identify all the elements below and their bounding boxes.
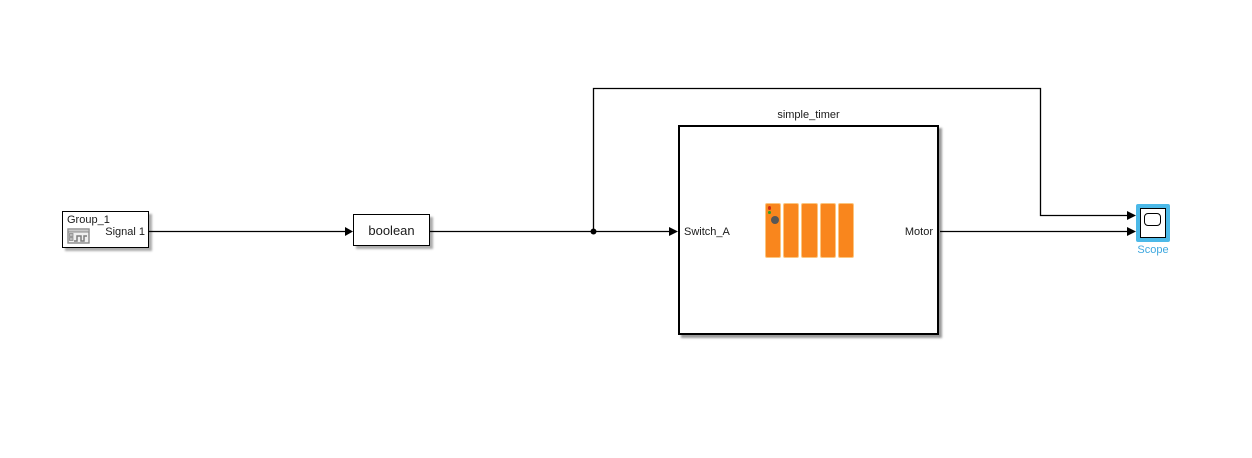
- branch-point[interactable]: [590, 228, 597, 235]
- led-green-icon: [768, 210, 771, 214]
- signal-builder-icon: [67, 228, 90, 244]
- led-red-icon: [768, 206, 771, 210]
- wire-branch-to-scope[interactable]: [592, 87, 1128, 232]
- scope-label: Scope: [1137, 244, 1169, 256]
- arrowhead-boolean-input: [345, 227, 353, 236]
- plc-rack-icon: [765, 203, 855, 258]
- scope-block-body: [1140, 208, 1166, 238]
- signal-output-label: Signal 1: [105, 226, 145, 238]
- signal-group-block[interactable]: Group_1 Signal 1: [62, 211, 149, 248]
- knob-icon: [771, 216, 779, 224]
- arrowhead-switch-a-input: [669, 227, 678, 236]
- boolean-label: boolean: [368, 222, 415, 238]
- output-port-label-motor: Motor: [904, 226, 933, 238]
- plc-module-bar: [819, 203, 836, 258]
- arrowhead-scope-input-1: [1127, 211, 1136, 220]
- simple-timer-subsystem-block[interactable]: Switch_A Motor: [678, 125, 939, 335]
- plc-module-bar: [783, 203, 800, 258]
- scope-block[interactable]: [1136, 204, 1170, 242]
- simple-timer-title: simple_timer: [777, 109, 840, 121]
- boolean-conversion-block[interactable]: boolean: [353, 214, 430, 246]
- plc-module-bar: [801, 203, 818, 258]
- arrowhead-scope-input-2: [1127, 227, 1136, 236]
- plc-module-bar: [837, 203, 855, 258]
- scope-screen-icon: [1144, 213, 1161, 226]
- input-port-label-switch-a: Switch_A: [684, 226, 730, 238]
- plc-module-bar: [765, 203, 782, 258]
- signal-group-title: Group_1: [67, 214, 110, 226]
